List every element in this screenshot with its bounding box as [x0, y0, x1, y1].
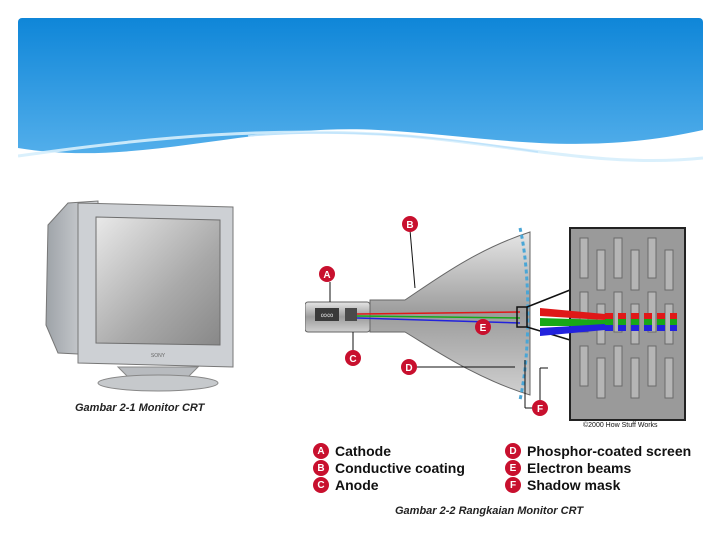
legend-label-electron-beams: Electron beams: [527, 460, 631, 476]
legend-badge-f: F: [505, 477, 521, 493]
svg-text:F: F: [537, 404, 543, 415]
legend-badge-b: B: [313, 460, 329, 476]
legend-item-phosphor-screen: D Phosphor-coated screen: [505, 443, 691, 459]
legend-item-electron-beams: E Electron beams: [505, 460, 631, 476]
copyright-text: ©2000 How Stuff Works: [583, 422, 658, 429]
marker-a: A: [319, 266, 335, 282]
marker-c: C: [345, 350, 361, 366]
legend-item-anode: C Anode: [313, 477, 379, 493]
legend-label-phosphor-screen: Phosphor-coated screen: [527, 443, 691, 459]
marker-b: B: [402, 216, 418, 232]
legend-item-shadow-mask: F Shadow mask: [505, 477, 620, 493]
legend-item-conductive-coating: B Conductive coating: [313, 460, 465, 476]
marker-e: E: [475, 319, 491, 335]
figure1-caption: Gambar 2-1 Monitor CRT: [75, 402, 204, 414]
legend-badge-a: A: [313, 443, 329, 459]
crt-monitor-image: SONY: [38, 195, 243, 395]
svg-text:C: C: [349, 354, 356, 365]
legend-badge-e: E: [505, 460, 521, 476]
crt-schematic-diagram: ∞∞ A B: [305, 210, 695, 430]
svg-text:∞∞: ∞∞: [321, 310, 334, 320]
header-banner: [18, 18, 703, 193]
marker-f: F: [532, 400, 548, 416]
svg-text:A: A: [323, 270, 330, 281]
legend-item-cathode: A Cathode: [313, 443, 391, 459]
monitor-brand: SONY: [151, 353, 166, 359]
anode-part: [345, 308, 357, 321]
legend-badge-c: C: [313, 477, 329, 493]
legend-label-conductive-coating: Conductive coating: [335, 460, 465, 476]
svg-text:E: E: [480, 323, 487, 334]
figure2-caption: Gambar 2-2 Rangkaian Monitor CRT: [395, 505, 583, 517]
legend-label-cathode: Cathode: [335, 443, 391, 459]
legend-label-anode: Anode: [335, 477, 379, 493]
svg-text:B: B: [406, 220, 413, 231]
svg-text:D: D: [405, 363, 412, 374]
legend-badge-d: D: [505, 443, 521, 459]
legend-label-shadow-mask: Shadow mask: [527, 477, 620, 493]
marker-d: D: [401, 359, 417, 375]
